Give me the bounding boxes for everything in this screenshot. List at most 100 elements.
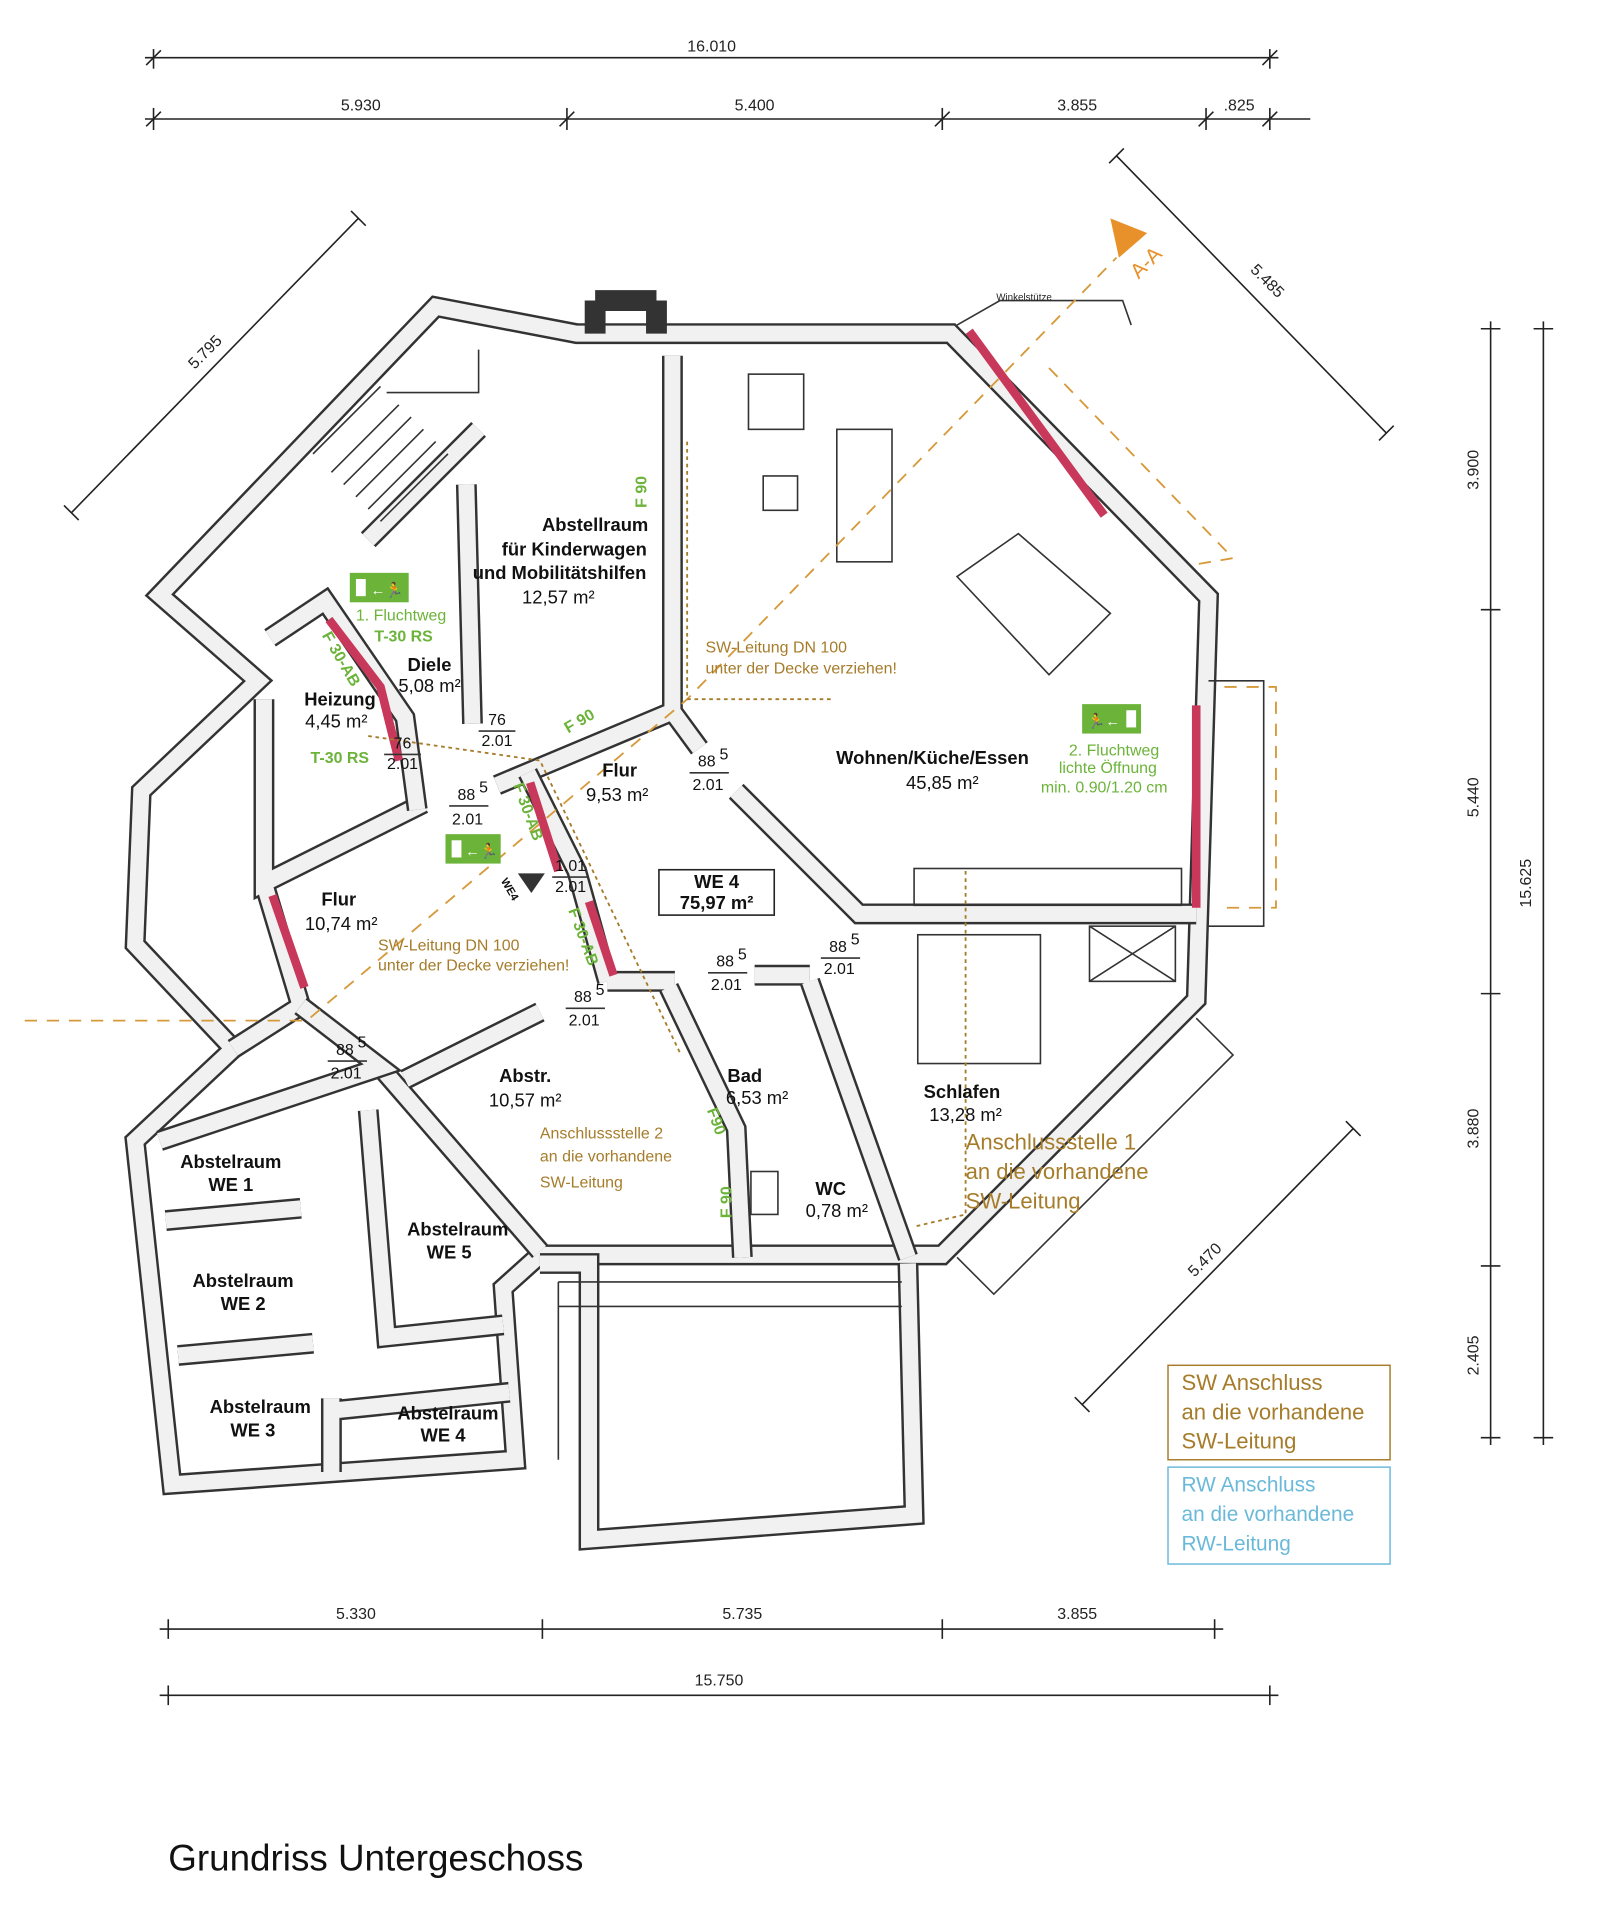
connection-note: Anschlussstelle 2 <box>540 1125 663 1142</box>
svg-text:88: 88 <box>336 1042 354 1059</box>
room-unit: WE 2 <box>221 1293 266 1314</box>
sewer-note: unter der Decke verziehen! <box>706 660 897 677</box>
svg-text:1.01: 1.01 <box>555 858 586 875</box>
page-title: Grundriss Untergeschoss <box>168 1838 583 1879</box>
room-unit: WE 5 <box>427 1242 472 1263</box>
dim-label: 5.400 <box>735 97 775 114</box>
walls <box>124 290 1265 1551</box>
dim-label: 15.750 <box>695 1672 744 1689</box>
dim-label: 15.625 <box>1518 859 1535 908</box>
fire-door-label: T-30 RS <box>311 750 369 767</box>
room-bad: Bad 6,53 m² <box>726 1065 788 1108</box>
room-area: 12,57 m² <box>522 587 595 608</box>
staircase <box>312 349 480 522</box>
room-name: Abstelraum <box>180 1151 281 1172</box>
svg-text:2.01: 2.01 <box>692 777 723 794</box>
svg-text:5: 5 <box>596 982 605 999</box>
exit-sign-icon: ←🏃 <box>349 572 409 603</box>
fire-wall-label: F 90 <box>562 706 598 737</box>
room-name: Heizung <box>304 688 376 709</box>
connection-note: SW-Leitung <box>540 1174 623 1191</box>
dim-label: 5.795 <box>185 332 225 372</box>
sewer-note: unter der Decke verziehen! <box>378 957 569 974</box>
room-name: und Mobilitätshilfen <box>473 562 647 583</box>
dimension-top-total: 16.010 <box>144 39 1279 69</box>
legend-sw: SW Anschluss an die vorhandene SW-Leitun… <box>1167 1364 1391 1461</box>
svg-text:2.01: 2.01 <box>387 756 418 773</box>
svg-text:SW-Leitung: SW-Leitung <box>1182 1429 1297 1454</box>
room-area: 10,57 m² <box>489 1089 562 1110</box>
escape-route-label: min. 0.90/1.20 cm <box>1041 779 1168 796</box>
room-name: Abstelraum <box>407 1218 508 1239</box>
room-area: 45,85 m² <box>906 772 979 793</box>
dim-label: .825 <box>1224 97 1255 114</box>
room-storage-we4: Abstelraum WE 4 <box>397 1402 498 1445</box>
legend: SW Anschluss an die vorhandene SW-Leitun… <box>1167 1364 1391 1565</box>
svg-text:SW Anschluss: SW Anschluss <box>1182 1370 1323 1395</box>
svg-text:5: 5 <box>358 1035 367 1052</box>
room-flur-1: Flur 9,53 m² <box>586 759 648 805</box>
dimension-right-total: 15.625 <box>1518 321 1554 1446</box>
svg-text:5: 5 <box>738 946 747 963</box>
room-storage-we1: Abstelraum WE 1 <box>180 1151 281 1195</box>
exit-sign-icon: 🏃← <box>1082 704 1142 734</box>
room-name: Abstellraum <box>542 514 648 535</box>
room-area: 5,08 m² <box>398 675 460 696</box>
svg-text:2.01: 2.01 <box>481 733 512 750</box>
connection-note: an die vorhandene <box>540 1149 672 1166</box>
room-heizung: Heizung 4,45 m² <box>304 688 376 731</box>
room-diele: Diele 5,08 m² <box>398 654 460 696</box>
section-label: A-A <box>1126 242 1167 283</box>
room-name: Wohnen/Küche/Essen <box>836 747 1029 768</box>
svg-text:RW Anschluss: RW Anschluss <box>1182 1474 1316 1497</box>
svg-text:an die vorhandene: an die vorhandene <box>1182 1503 1355 1526</box>
dim-label: 5.330 <box>336 1606 376 1623</box>
unit-area: 75,97 m² <box>680 892 754 913</box>
room-name: Flur <box>602 759 637 780</box>
entrance-marker-icon <box>517 873 545 894</box>
dim-label: 5.470 <box>1185 1240 1225 1280</box>
dimension-top-right-diagonal: 5.485 <box>1108 147 1395 441</box>
svg-text:88: 88 <box>698 754 716 771</box>
entrance-label: WE4 <box>498 876 521 903</box>
svg-text:2.01: 2.01 <box>331 1065 362 1082</box>
sewer-note: SW-Leitung DN 100 <box>706 640 848 657</box>
sewer-note: SW-Leitung DN 100 <box>378 938 520 955</box>
svg-text:←🏃: ←🏃 <box>465 842 498 860</box>
connection-note: SW-Leitung <box>966 1188 1081 1213</box>
svg-text:2.01: 2.01 <box>569 1013 600 1030</box>
room-name: Bad <box>727 1065 762 1086</box>
unit-box: WE 4 75,97 m² <box>658 868 776 916</box>
room-area: 6,53 m² <box>726 1087 788 1108</box>
exit-sign-icon: ←🏃 <box>445 834 501 864</box>
room-wohnen: Wohnen/Küche/Essen 45,85 m² <box>836 747 1029 793</box>
dim-label: 3.880 <box>1465 1108 1482 1148</box>
room-name: Abstr. <box>499 1065 551 1086</box>
svg-text:RW-Leitung: RW-Leitung <box>1182 1533 1291 1556</box>
room-unit: WE 1 <box>208 1174 253 1195</box>
room-wc: WC 0,78 m² <box>806 1178 868 1221</box>
dim-label: 3.855 <box>1057 97 1097 114</box>
dimension-bottom-total: 15.750 <box>159 1672 1279 1706</box>
room-storage-we3: Abstelraum WE 3 <box>210 1396 311 1440</box>
door-label: 1.01 2.01 <box>552 858 590 896</box>
dim-label: 3.900 <box>1465 450 1482 490</box>
room-storage-we2: Abstelraum WE 2 <box>192 1270 293 1314</box>
room-name: Flur <box>321 888 356 909</box>
dim-label: 5.930 <box>341 97 381 114</box>
svg-text:2.01: 2.01 <box>555 879 586 896</box>
escape-route-label: 2. Fluchtweg <box>1069 743 1159 760</box>
room-flur-2: Flur 10,74 m² <box>305 888 378 934</box>
svg-text:an die vorhandene: an die vorhandene <box>1182 1399 1365 1424</box>
svg-text:76: 76 <box>488 712 506 729</box>
room-name: Abstelraum <box>397 1402 498 1423</box>
door-label: 762.01 <box>384 735 421 773</box>
room-name: Diele <box>408 654 452 675</box>
fire-rated-walls <box>268 328 1201 989</box>
